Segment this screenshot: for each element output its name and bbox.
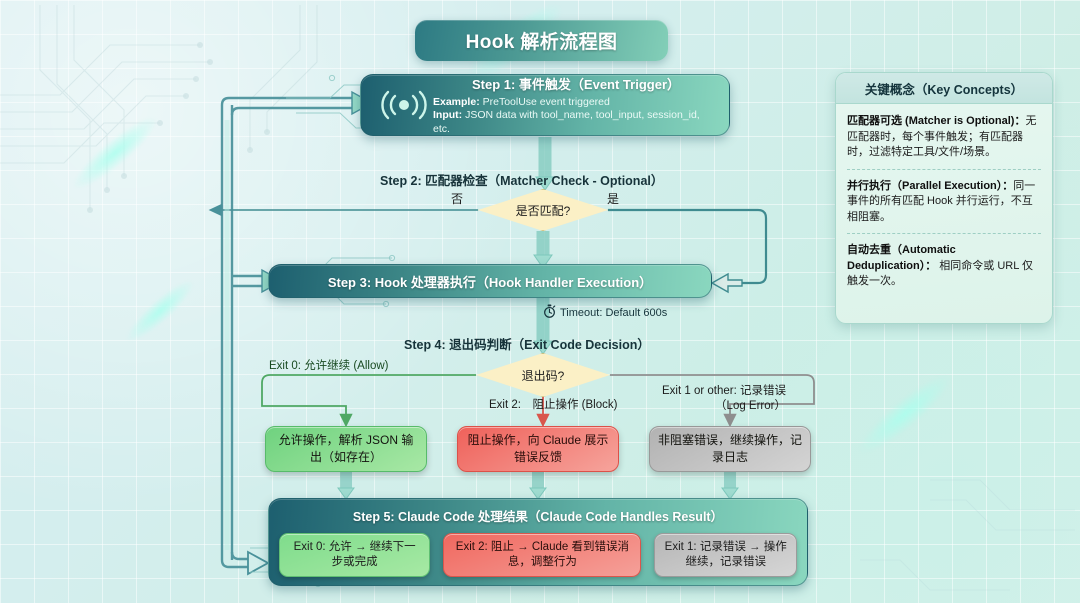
step-1-example: Example: PreToolUse event triggered (433, 96, 719, 110)
step-1-example-value: PreToolUse event triggered (479, 95, 610, 108)
step-1-input: Input: JSON data with tool_name, tool_in… (433, 109, 719, 136)
signal-broadcast-icon (375, 90, 433, 120)
concept-matcher-optional: 匹配器可选 (Matcher is Optional)：无匹配器时，每个事件触发… (847, 114, 1041, 161)
step-5-heading: Step 5: Claude Code 处理结果（Claude Code Han… (352, 510, 724, 524)
step-1-heading: Step 1: 事件触发（Event Trigger） (471, 76, 681, 92)
concept-parallel-execution: 并行执行（Parallel Execution）：同一事件的所有匹配 Hook … (847, 168, 1041, 226)
concept-desc: 无匹配器时，每个事件触发；有匹配器时，过滤特定工具/文件/场景。 (847, 115, 1037, 158)
step-3-heading: Step 3: Hook 处理器执行（Hook Handler Executio… (327, 274, 653, 290)
concept-desc: 同一事件的所有匹配 Hook 并行运行，不互相阻塞。 (847, 179, 1036, 223)
key-concepts-panel: 关键概念（Key Concepts） 匹配器可选 (Matcher is Opt… (835, 72, 1053, 324)
glow-streak (64, 107, 166, 199)
concept-term: 自动去重（Automatic Deduplication）： (847, 244, 956, 272)
concept-desc: 相同命令或 URL 仅触发一次。 (847, 259, 1033, 288)
branch-label-exit1: Exit 1 or other: 记录错误 （Log Error） (662, 384, 786, 414)
concept-automatic-deduplication: 自动去重（Automatic Deduplication）： 相同命令或 URL… (847, 233, 1041, 290)
key-concepts-heading: 关键概念（Key Concepts） (836, 73, 1052, 104)
timeout-annotation: Timeout: Default 600s (543, 304, 667, 321)
concept-term: 并行执行（Parallel Execution）： (847, 179, 1014, 192)
concept-term: 匹配器可选 (Matcher is Optional)： (847, 115, 1026, 127)
branch-label-exit0: Exit 0: 允许继续 (Allow) (269, 360, 389, 372)
step-2-heading: Step 2: 匹配器检查（Matcher Check - Optional） (380, 174, 664, 188)
glow-streak (850, 364, 960, 464)
outcome-box-allow[interactable]: 允许操作，解析 JSON 输出（如存在） (265, 426, 427, 472)
step-5-chip-exit0[interactable]: Exit 0: 允许 → 继续下一步或完成 (279, 533, 431, 577)
branch-label-exit1-line2: （Log Error） (715, 400, 786, 412)
step-1-input-value: JSON data with tool_name, tool_input, se… (433, 109, 700, 135)
key-concepts-body: 匹配器可选 (Matcher is Optional)：无匹配器时，每个事件触发… (836, 104, 1052, 298)
step-5-chip-row: Exit 0: 允许 → 继续下一步或完成 Exit 2: 阻止 → Claud… (279, 533, 797, 577)
exit-code-decision-diamond[interactable]: 退出码? (476, 353, 610, 397)
step-5-chip-exit2[interactable]: Exit 2: 阻止 → Claude 看到错误消息，调整行为 (443, 533, 642, 577)
branch-label-exit2: Exit 2: 阻止操作 (Block) (489, 399, 618, 411)
step-1-input-label: Input: (433, 109, 463, 122)
outcome-box-log[interactable]: 非阻塞错误，继续操作，记录日志 (649, 426, 811, 472)
step-1-event-trigger[interactable]: Step 1: 事件触发（Event Trigger） Example: Pre… (360, 74, 730, 136)
matcher-no-label: 否 (451, 192, 464, 206)
glow-streak (119, 272, 201, 350)
stopwatch-icon (543, 304, 556, 321)
timeout-text: Timeout: Default 600s (560, 306, 668, 319)
branch-label-exit1-line1: Exit 1 or other: 记录错误 (662, 385, 786, 397)
step-3-hook-handler-execution[interactable]: Step 3: Hook 处理器执行（Hook Handler Executio… (268, 264, 712, 298)
matcher-decision-diamond[interactable]: 是否匹配? (478, 189, 608, 231)
outcome-box-block[interactable]: 阻止操作，向 Claude 展示错误反馈 (457, 426, 619, 472)
step-1-example-label: Example: (433, 95, 480, 108)
step-4-heading: Step 4: 退出码判断（Exit Code Decision） (404, 338, 650, 352)
step-5-chip-exit1[interactable]: Exit 1: 记录错误 → 操作继续，记录错误 (654, 533, 797, 577)
page-title: Hook 解析流程图 (415, 20, 668, 61)
step-5-claude-code-handles-result[interactable]: Step 5: Claude Code 处理结果（Claude Code Han… (268, 498, 808, 586)
matcher-yes-label: 是 (607, 192, 620, 206)
